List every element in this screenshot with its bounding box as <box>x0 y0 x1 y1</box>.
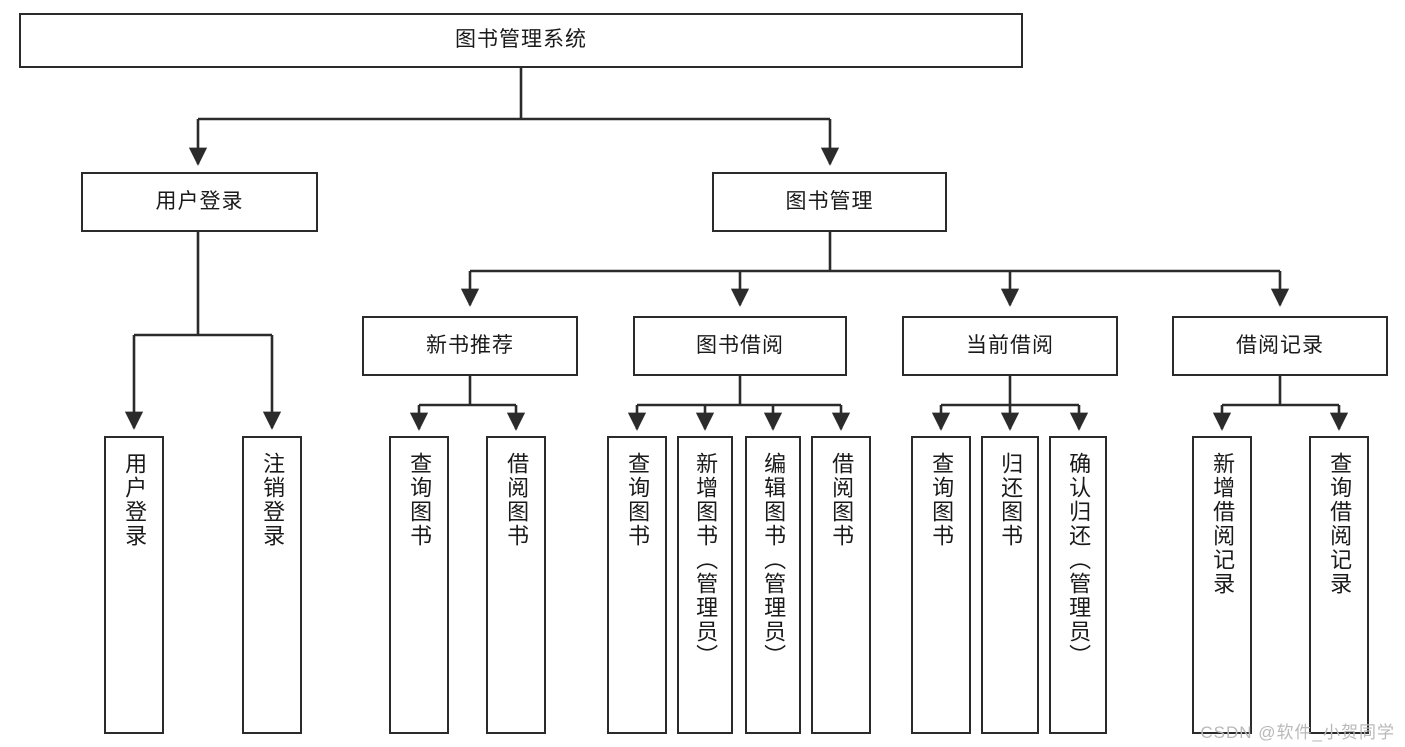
leaf-current-confirm-return-admin[interactable]: 确认归还（管理员） <box>1049 436 1107 734</box>
node-label: 借阅图书 <box>829 452 855 548</box>
node-label: 查询借阅记录 <box>1327 452 1353 596</box>
node-borrow-record[interactable]: 借阅记录 <box>1172 316 1388 376</box>
node-label: 新增图书（管理员） <box>693 452 719 668</box>
leaf-user-login-logout[interactable]: 注销登录 <box>242 436 302 734</box>
node-user-login[interactable]: 用户登录 <box>81 172 318 232</box>
node-label: 查询图书 <box>407 452 433 548</box>
node-current-borrow[interactable]: 当前借阅 <box>902 316 1118 376</box>
leaf-borrow-query-books[interactable]: 查询图书 <box>607 436 667 734</box>
leaf-user-login-login[interactable]: 用户登录 <box>104 436 164 734</box>
node-label: 注销登录 <box>260 452 286 548</box>
leaf-record-query-borrow-record[interactable]: 查询借阅记录 <box>1309 436 1369 734</box>
node-label: 图书管理 <box>785 189 874 213</box>
csdn-watermark: CSDN @软件_小贺同学 <box>1200 723 1395 742</box>
leaf-borrow-edit-book-admin[interactable]: 编辑图书（管理员） <box>745 436 801 734</box>
node-label: 图书管理系统 <box>455 28 587 52</box>
node-label: 新增借阅记录 <box>1210 452 1236 596</box>
node-book-management[interactable]: 图书管理 <box>712 172 947 232</box>
node-new-book-recommend[interactable]: 新书推荐 <box>362 316 578 376</box>
node-label: 当前借阅 <box>966 333 1054 357</box>
node-label: 查询图书 <box>929 452 955 548</box>
leaf-new-book-query-books[interactable]: 查询图书 <box>389 436 449 734</box>
node-label: 归还图书 <box>998 452 1024 548</box>
leaf-borrow-borrow-books[interactable]: 借阅图书 <box>811 436 871 734</box>
node-label: 用户登录 <box>155 189 244 213</box>
leaf-borrow-add-book-admin[interactable]: 新增图书（管理员） <box>677 436 733 734</box>
node-label: 图书借阅 <box>696 333 784 357</box>
node-label: 确认归还（管理员） <box>1066 452 1092 668</box>
leaf-record-add-borrow-record[interactable]: 新增借阅记录 <box>1192 436 1252 734</box>
node-label: 编辑图书（管理员） <box>761 452 787 668</box>
node-root-book-management-system[interactable]: 图书管理系统 <box>19 13 1023 68</box>
node-label: 借阅图书 <box>504 452 530 548</box>
leaf-new-book-borrow-books[interactable]: 借阅图书 <box>486 436 546 734</box>
leaf-current-return-books[interactable]: 归还图书 <box>981 436 1039 734</box>
leaf-current-query-books[interactable]: 查询图书 <box>911 436 971 734</box>
node-label: 查询图书 <box>625 452 651 548</box>
node-label: 借阅记录 <box>1236 333 1324 357</box>
node-book-borrow[interactable]: 图书借阅 <box>633 316 847 376</box>
node-label: 新书推荐 <box>426 333 514 357</box>
node-label: 用户登录 <box>122 452 148 548</box>
